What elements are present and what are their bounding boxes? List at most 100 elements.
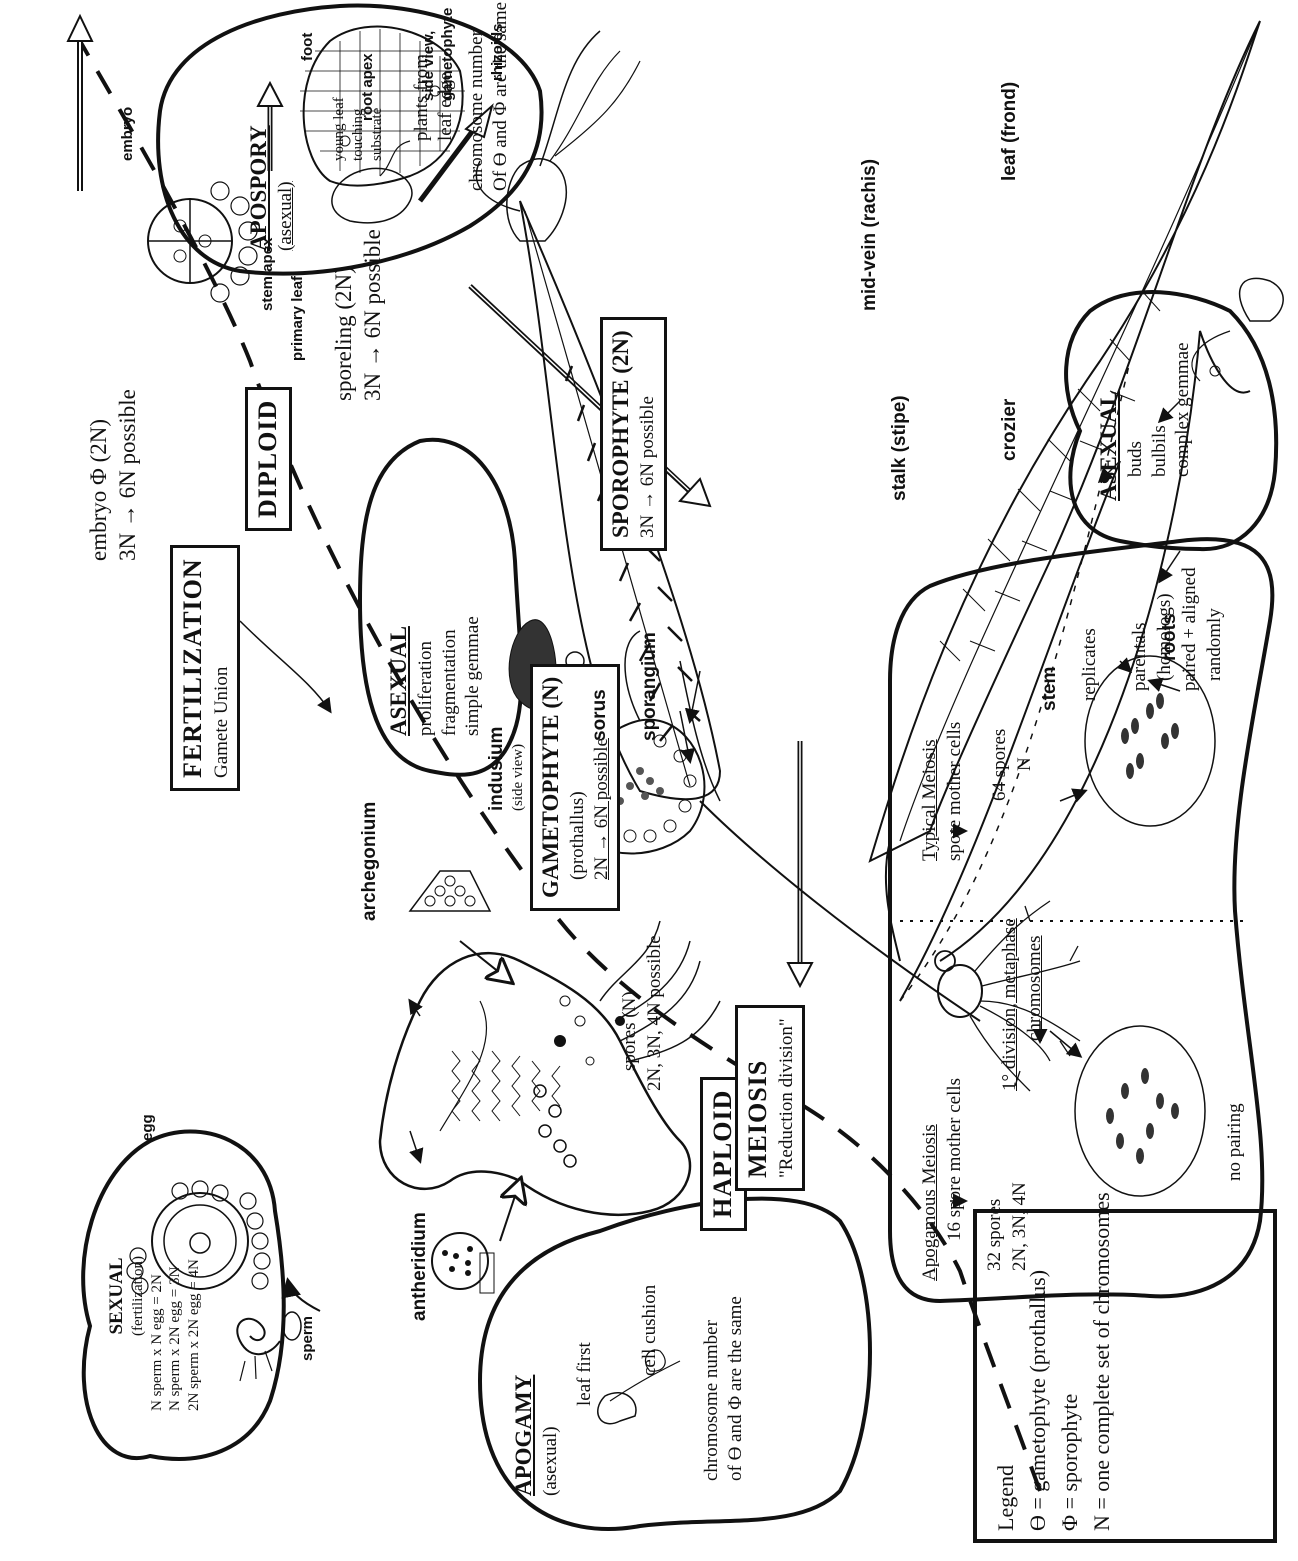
randomly-label: randomly — [1204, 608, 1225, 681]
legend-box — [973, 1209, 1277, 1543]
parentals-label: parentals — [1129, 622, 1150, 691]
asexual-sporophyte-item-1: buds — [1124, 441, 1146, 477]
mid-vein-label: mid-vein (rachis) — [859, 158, 880, 311]
sexual-line-2: N sperm x 2N egg = 3N — [167, 1266, 184, 1411]
apogamy-note-of: of — [724, 1465, 746, 1481]
apospory-blob — [156, 3, 544, 276]
apospory-sketch — [331, 140, 413, 224]
prothallus-drawing — [378, 920, 721, 1216]
no-pairing-cell — [1074, 1025, 1206, 1197]
diploid-box: DIPLOID — [245, 386, 292, 531]
spores-drawing — [533, 1084, 577, 1168]
asexual-gametophyte-item-3: simple gemmae — [462, 616, 484, 736]
embryo-ploidy: (2N) — [86, 418, 111, 463]
apospory-note-line-1: chromosome number — [466, 30, 487, 191]
legend-sporophyte-symbol: Φ — [1056, 1514, 1082, 1531]
arrow-sperm-egg — [281, 1277, 321, 1312]
indusium-label: indusium — [486, 726, 507, 811]
sporophyte-box: SPOROPHYTE (2N) 3N → 6N possible — [600, 317, 667, 551]
apogamy-note-same: are the same — [724, 1296, 746, 1392]
asexual-gametophyte-box: ASEXUAL proliferation fragmentation simp… — [385, 616, 485, 736]
typical-meiosis-label: Typical Meiosis — [919, 739, 940, 861]
sexual-blob — [81, 1129, 286, 1461]
spores-ploidy: 2N, 3N, 4N possible — [644, 935, 665, 1091]
apospory-note-and: and — [489, 120, 511, 148]
embryo-label: embryo — [86, 490, 111, 561]
roots-label: roots — [1159, 613, 1180, 662]
apogamy-leaf-first: leaf first — [574, 1342, 595, 1406]
apogamy-sketch — [597, 1349, 681, 1425]
embryo-part-embryo: embryo — [119, 106, 136, 161]
asexual-sporophyte-blob — [1064, 290, 1279, 552]
paired-label: paired + aligned — [1179, 567, 1200, 691]
antheridium-label: antheridium — [409, 1212, 430, 1321]
fertilization-title: FERTILIZATION — [178, 558, 207, 778]
typical-spores: 64 spores — [989, 728, 1010, 801]
embryo-part-primary-leaf: primary leaf — [289, 275, 306, 361]
sporeling-caption: sporeling (2N) 3N → 6N possible — [330, 229, 388, 401]
apogamous-cells: 16 spore mother cells — [944, 1077, 965, 1241]
egg-drawing — [126, 1180, 271, 1295]
asexual-sporophyte-title: ASEXUAL — [1096, 391, 1121, 501]
meiosis-title: MEIOSIS — [743, 1059, 772, 1178]
apogamous-meiosis-label: Apogamous Meiosis — [919, 1124, 940, 1281]
typical-ploidy: N — [1014, 757, 1035, 771]
sperm-drawing — [236, 1311, 302, 1382]
sporophyte-title: SPOROPHYTE (2N) — [608, 330, 633, 538]
stem-label: stem — [1039, 666, 1060, 711]
haploid-diploid-divider — [78, 40, 1042, 1492]
sporeling-ploidy: 3N → 6N possible — [359, 229, 385, 401]
sporangium-label: sporangium — [639, 632, 660, 741]
apogamy-subtitle: (asexual) — [539, 1426, 561, 1496]
apospory-plants-2: leaf edge — [434, 71, 456, 141]
sorus-label: sorus — [589, 689, 610, 741]
indusium-caption: indusium (side view) — [485, 727, 528, 811]
apospory-young-leaf: young leaf touching substrate — [330, 97, 386, 161]
sporophyte-ploidy: 3N → 6N possible — [636, 396, 658, 538]
apospory-young-leaf-2: touching — [349, 108, 366, 162]
embryo-part-foot: foot — [299, 32, 316, 61]
apospory-note-same: are the same — [489, 1, 511, 97]
embryo-caption: embryo Φ (2N) 3N → 6N possible — [85, 389, 143, 561]
spores-label: spores (N) — [619, 991, 640, 1071]
apogamy-note-line-1: chromosome number — [701, 1320, 722, 1481]
asexual-sporophyte-item-3: complex gemmae — [1172, 342, 1194, 477]
apospory-young-leaf-1: young leaf — [331, 97, 347, 161]
replicates-label: replicates — [1079, 628, 1100, 701]
sexual-box: SEXUAL (fertilization) N sperm x N egg =… — [105, 1161, 204, 1431]
apospory-box: APOSPORY (asexual) — [245, 125, 298, 251]
no-pairing-label: no pairing — [1224, 1103, 1245, 1181]
asexual-gametophyte-item-2: fragmentation — [438, 629, 460, 736]
apogamy-note: chromosome number of ϴ and Φ are the sam… — [701, 1296, 746, 1481]
asexual-sporophyte-item-2: bulbils — [1148, 425, 1170, 477]
legend-title: Legend — [993, 1465, 1018, 1531]
embryo-section-drawing — [300, 25, 465, 187]
apospory-title: APOSPORY — [246, 125, 271, 251]
paired-cell — [1084, 655, 1216, 827]
apospory-subtitle: (asexual) — [274, 181, 296, 251]
asexual-gametophyte-title: ASEXUAL — [386, 626, 411, 736]
diploid-label: DIPLOID — [253, 399, 282, 518]
bulbil-sketch — [1191, 277, 1284, 382]
apogamy-box: APOGAMY (asexual) — [510, 1375, 563, 1496]
archegonium-label: archegonium — [359, 801, 380, 921]
sperm-label: sperm — [299, 1315, 316, 1361]
embryo-possible: 3N → 6N possible — [114, 389, 140, 561]
sideview-sporeling-drawing — [475, 30, 641, 242]
chromosomes-label: chromosomes — [1024, 935, 1045, 1041]
meiosis-blob — [888, 537, 1275, 1304]
meiosis-box-label: MEIOSIS "Reduction division" — [735, 1005, 806, 1191]
apogamy-title: APOGAMY — [511, 1374, 536, 1496]
asexual-gametophyte-blob — [357, 437, 524, 777]
archegonium-drawing — [408, 870, 492, 912]
legend-gametophyte-symbol: ϴ — [1024, 1515, 1050, 1531]
division-label: 1° division, metaphase — [999, 918, 1020, 1091]
egg-label: egg — [139, 1114, 156, 1141]
apospory-plants-1: plants from — [411, 53, 432, 141]
embryo-drawing — [147, 181, 258, 303]
asexual-gametophyte-item-1: proliferation — [414, 641, 436, 736]
antheridium-drawing — [431, 1232, 495, 1294]
indusium-view: (side view) — [509, 743, 526, 811]
legend-sporophyte: = sporophyte — [1056, 1393, 1082, 1510]
